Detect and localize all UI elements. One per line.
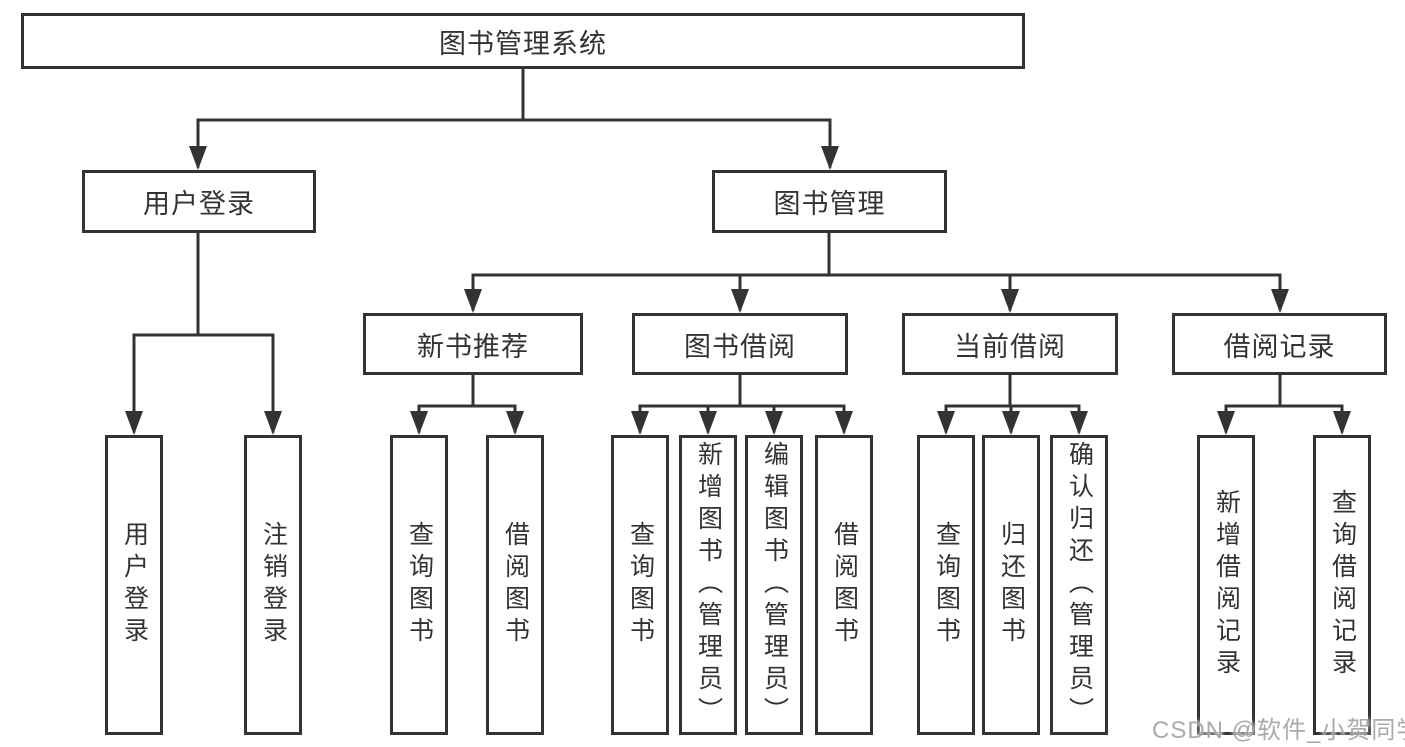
node-label: 当前借阅 [954,331,1066,362]
leaf-add-book-admin: 新增图书（管理员） [679,435,737,735]
node-label: 编辑图书（管理员） [760,441,789,729]
node-label: 图书借阅 [684,331,796,362]
node-label: 注销登录 [259,521,288,649]
leaf-add-borrow-record: 新增借阅记录 [1197,435,1255,735]
leaf-query-books-borrowing: 查询图书 [611,435,669,735]
csdn-watermark: CSDN @软件_小贺同学 [1152,717,1405,744]
node-new-book-recommend: 新书推荐 [363,313,583,375]
leaf-borrow-books-borrowing: 借阅图书 [815,435,873,735]
node-label: 用户登录 [120,521,149,649]
node-current-borrowing: 当前借阅 [902,313,1118,375]
node-borrowing-records: 借阅记录 [1172,313,1387,375]
node-label: 查询借阅记录 [1328,489,1357,681]
leaf-confirm-return-admin: 确认归还（管理员） [1050,435,1108,735]
leaf-user-login: 用户登录 [105,435,163,735]
node-label: 归还图书 [997,521,1026,649]
leaf-query-borrow-record: 查询借阅记录 [1313,435,1371,735]
node-label: 借阅记录 [1223,331,1336,362]
node-label: 新增图书（管理员） [694,441,723,729]
node-label: 新增借阅记录 [1212,489,1241,681]
leaf-query-books-recommend: 查询图书 [390,435,448,735]
node-book-management: 图书管理 [712,170,947,233]
node-label: 确认归还（管理员） [1065,441,1094,729]
node-label: 图书管理系统 [439,28,607,59]
node-label: 图书管理 [773,189,886,219]
node-label: 查询图书 [932,521,961,649]
node-label: 查询图书 [626,521,655,649]
leaf-query-books-current: 查询图书 [917,435,975,735]
node-label: 新书推荐 [417,331,529,362]
leaf-borrow-books-recommend: 借阅图书 [486,435,544,735]
leaf-logout: 注销登录 [244,435,302,735]
node-book-borrowing: 图书借阅 [632,313,848,375]
node-label: 用户登录 [143,189,255,219]
node-label: 借阅图书 [501,521,530,649]
node-label: 查询图书 [405,521,434,649]
node-user-login: 用户登录 [82,170,316,233]
leaf-return-book: 归还图书 [982,435,1040,735]
node-root: 图书管理系统 [21,13,1025,69]
leaf-edit-book-admin: 编辑图书（管理员） [745,435,803,735]
node-label: 借阅图书 [830,521,859,649]
